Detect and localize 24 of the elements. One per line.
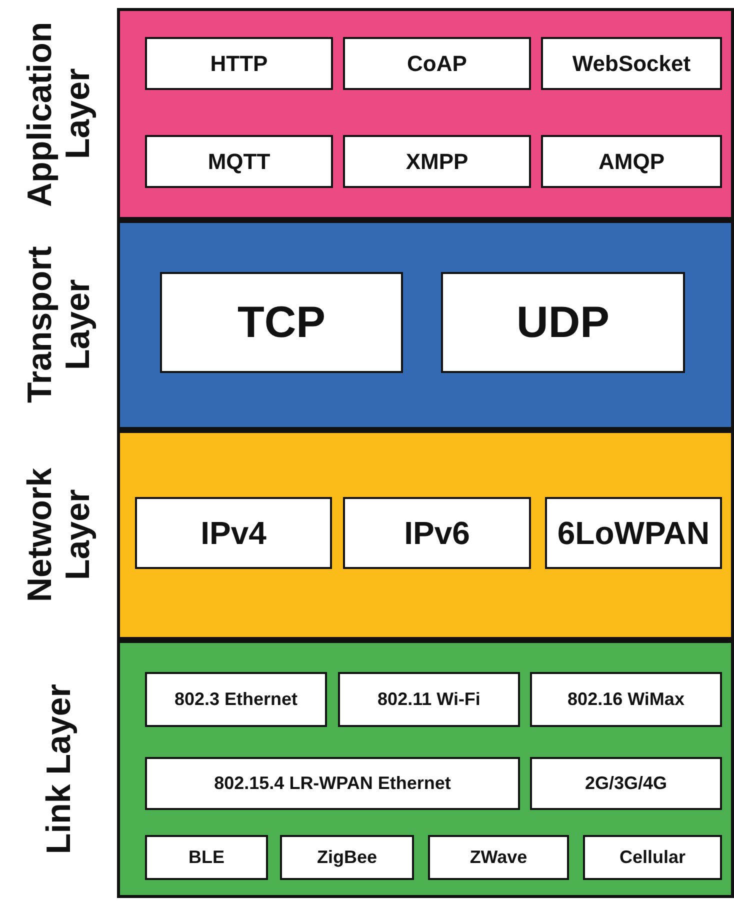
protocol-box: BLE [145,835,268,880]
protocol-box: 2G/3G/4G [530,757,722,810]
protocol-box: 6LoWPAN [545,497,722,569]
protocol-box: ZigBee [280,835,414,880]
protocol-box: HTTP [145,37,333,90]
protocol-box: IPv4 [135,497,332,569]
protocol-box: WebSocket [541,37,722,90]
protocol-box: XMPP [343,135,531,188]
layer-label: Network Layer [20,466,96,604]
protocol-box: ZWave [428,835,569,880]
protocol-box: TCP [160,272,403,373]
protocol-box: AMQP [541,135,722,188]
protocol-box: 802.11 Wi-Fi [338,672,520,727]
protocol-box: IPv6 [343,497,531,569]
protocol-box: 802.3 Ethernet [145,672,327,727]
protocol-box: Cellular [583,835,722,880]
layer-label: Application Layer [20,20,96,209]
protocol-box: CoAP [343,37,531,90]
protocol-box: UDP [441,272,685,373]
layer-label: Link Layer [40,684,78,854]
protocol-box: 802.16 WiMax [530,672,722,727]
protocol-box: MQTT [145,135,333,188]
protocol-box: 802.15.4 LR-WPAN Ethernet [145,757,520,810]
layer-label: Transport Layer [20,246,96,406]
